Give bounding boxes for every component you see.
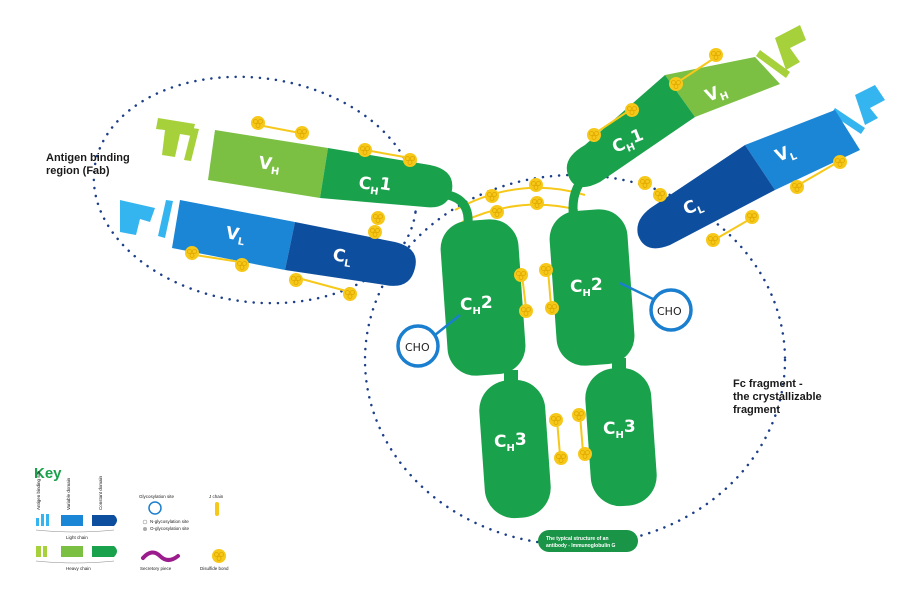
svg-text:CL: CL <box>331 245 354 270</box>
svg-text:CH2: CH2 <box>460 293 493 317</box>
ch1-domain-left <box>320 148 453 208</box>
key-col-antigen: Antigen binding site <box>36 470 41 510</box>
key-disulfide-icon <box>211 548 227 564</box>
ch2-label-right: C <box>570 277 582 297</box>
key-disulfide-bond: Disulfide bond <box>200 566 229 571</box>
vl-domain-left <box>172 200 295 270</box>
fab-region-outline <box>92 75 418 305</box>
vl-domain-right <box>745 110 860 190</box>
svg-text:CH3: CH3 <box>603 417 636 441</box>
ch2-domain-left <box>440 219 526 376</box>
glycan-left: CHO <box>396 314 461 368</box>
key-glycosylation-site: Glycosylation site <box>139 494 175 499</box>
fc-callout-line2: the crystallizable <box>733 391 822 403</box>
svg-text:VL: VL <box>224 223 248 248</box>
key-legend: Key Antigen binding site Variable domain… <box>34 465 229 571</box>
hinge-disulfide-bonds <box>454 177 586 223</box>
fc-callout-line1: Fc fragment - <box>733 378 803 390</box>
key-secretory-piece: Secretory piece <box>140 566 172 571</box>
key-col-constant: Constant domain <box>98 475 103 510</box>
left-heavy-antigen-site <box>156 118 195 157</box>
key-title: Key <box>34 465 62 482</box>
fc-stem: CH2 CH2 CH3 CH3 <box>440 209 657 519</box>
ch3-label-left: C <box>494 432 506 452</box>
ch3-domain-right <box>585 367 657 507</box>
key-glycosylation-icon <box>148 501 162 515</box>
key-n-glyco: N-glycosylation site <box>150 519 189 524</box>
caption-badge: The typical structure of an antibody - I… <box>538 530 638 552</box>
cho-label-right: CHO <box>657 305 682 318</box>
key-light-chain: Light chain <box>66 535 88 540</box>
key-col-variable: Variable domain <box>66 477 71 510</box>
key-heavy-chain: Heavy chain <box>66 566 91 571</box>
cl-label-left: C <box>331 245 347 267</box>
key-heavy-chain-swatches <box>36 546 117 557</box>
key-j-chain: J chain <box>209 494 224 499</box>
svg-text:CH1: CH1 <box>357 171 393 199</box>
right-light-antigen-site <box>855 85 885 125</box>
cl-domain-left <box>285 222 416 286</box>
ch1-domain-right <box>566 75 695 188</box>
ch2-domain-right <box>549 209 635 366</box>
left-light-antigen-site <box>120 200 155 235</box>
key-secretory-icon <box>141 550 180 562</box>
right-fab-arm: VH CH1 VL CL <box>566 25 885 249</box>
glycan-right: CHO <box>619 281 693 332</box>
svg-text:VH: VH <box>257 153 281 178</box>
left-fab-arm: VH CH1 VL CL <box>120 115 473 302</box>
ch3-label-right: C <box>603 419 615 439</box>
ch2-label-left: C <box>460 295 472 315</box>
ch1-label-left: C <box>357 173 372 195</box>
fab-callout-line1: Antigen binding <box>46 152 130 164</box>
key-light-chain-swatches <box>36 514 117 526</box>
svg-text:CH3: CH3 <box>494 430 527 454</box>
svg-text:The typical structure of an: The typical structure of an <box>546 536 609 542</box>
cho-label-left: CHO <box>405 341 430 354</box>
vh-label-left: V <box>257 153 274 175</box>
svg-text:antibody - Immunoglobulin G: antibody - Immunoglobulin G <box>546 543 616 549</box>
fab-callout-line2: region (Fab) <box>46 165 110 177</box>
key-o-glyco: O-glycosylation site <box>150 526 190 531</box>
ch3-domain-left <box>479 379 551 519</box>
vl-label-left: V <box>224 223 241 245</box>
key-j-chain-icon <box>215 502 219 516</box>
cl-domain-right <box>637 145 775 249</box>
right-heavy-antigen-site <box>775 25 806 70</box>
vh-domain-left <box>208 130 328 198</box>
fc-callout-line3: fragment <box>733 404 780 416</box>
svg-text:CH2: CH2 <box>570 275 603 299</box>
